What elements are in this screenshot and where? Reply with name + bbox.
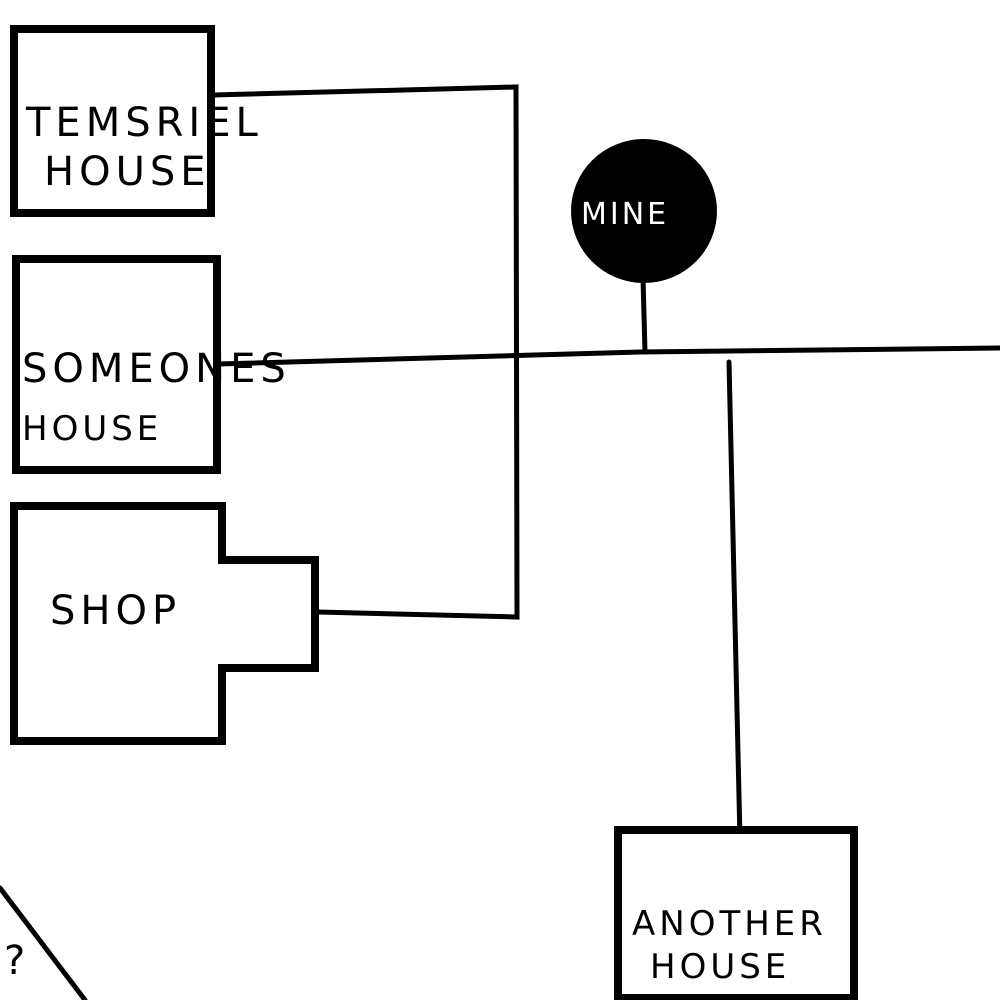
someones-house-box bbox=[12, 255, 221, 474]
someones-house: SOMEONES HOUSE bbox=[12, 255, 291, 474]
temsriel-house-label-line2: HOUSE bbox=[44, 149, 211, 195]
mine-label: MINE bbox=[581, 197, 669, 232]
corner-diagonal-line bbox=[0, 885, 88, 1000]
another-house: ANOTHER HOUSE bbox=[614, 826, 858, 1000]
temsriel-house-label-line1: TEMSRIEL bbox=[25, 100, 263, 146]
road-to-another-house bbox=[726, 359, 743, 843]
mine-circle bbox=[571, 139, 717, 283]
someones-house-label-line1: SOMEONES bbox=[22, 346, 291, 392]
unknown-location-question-mark: ? bbox=[4, 938, 30, 984]
shop-label: SHOP bbox=[50, 588, 181, 634]
main-road bbox=[215, 345, 1000, 367]
another-house-label-line1: ANOTHER bbox=[632, 904, 827, 944]
another-house-box bbox=[614, 826, 858, 1000]
another-house-label-line2: HOUSE bbox=[650, 947, 790, 987]
road-temsriel-to-shop bbox=[210, 84, 520, 620]
someones-house-label-line2: HOUSE bbox=[22, 409, 162, 449]
shop: SHOP bbox=[10, 502, 319, 745]
roads bbox=[0, 84, 1000, 1000]
temsriel-house: TEMSRIEL HOUSE bbox=[10, 25, 263, 217]
road-to-mine bbox=[640, 275, 648, 355]
mine: MINE bbox=[571, 139, 717, 283]
shop-outline bbox=[10, 502, 319, 745]
temsriel-house-box bbox=[10, 25, 215, 217]
